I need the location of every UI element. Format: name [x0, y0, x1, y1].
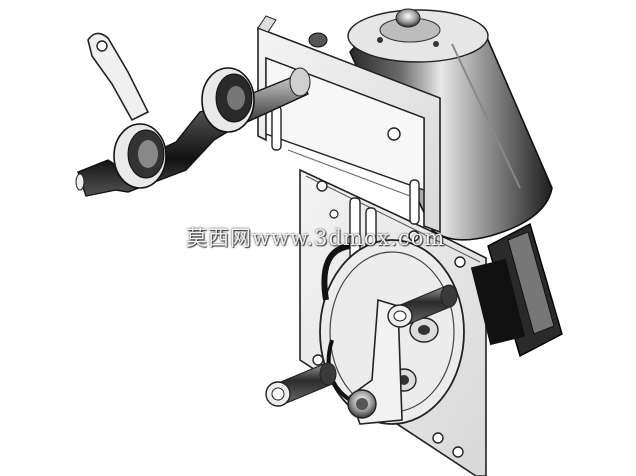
electrical-connector — [470, 222, 563, 358]
output-pin-left — [265, 362, 337, 407]
bracket-bolt — [308, 32, 328, 48]
shaft-nut-front — [113, 123, 167, 189]
crank-arm — [347, 298, 403, 425]
wiper-arm-tab — [87, 32, 150, 122]
motor-can — [347, 8, 553, 241]
output-pin-right — [387, 284, 458, 328]
shaft-nut-rear — [201, 67, 255, 133]
